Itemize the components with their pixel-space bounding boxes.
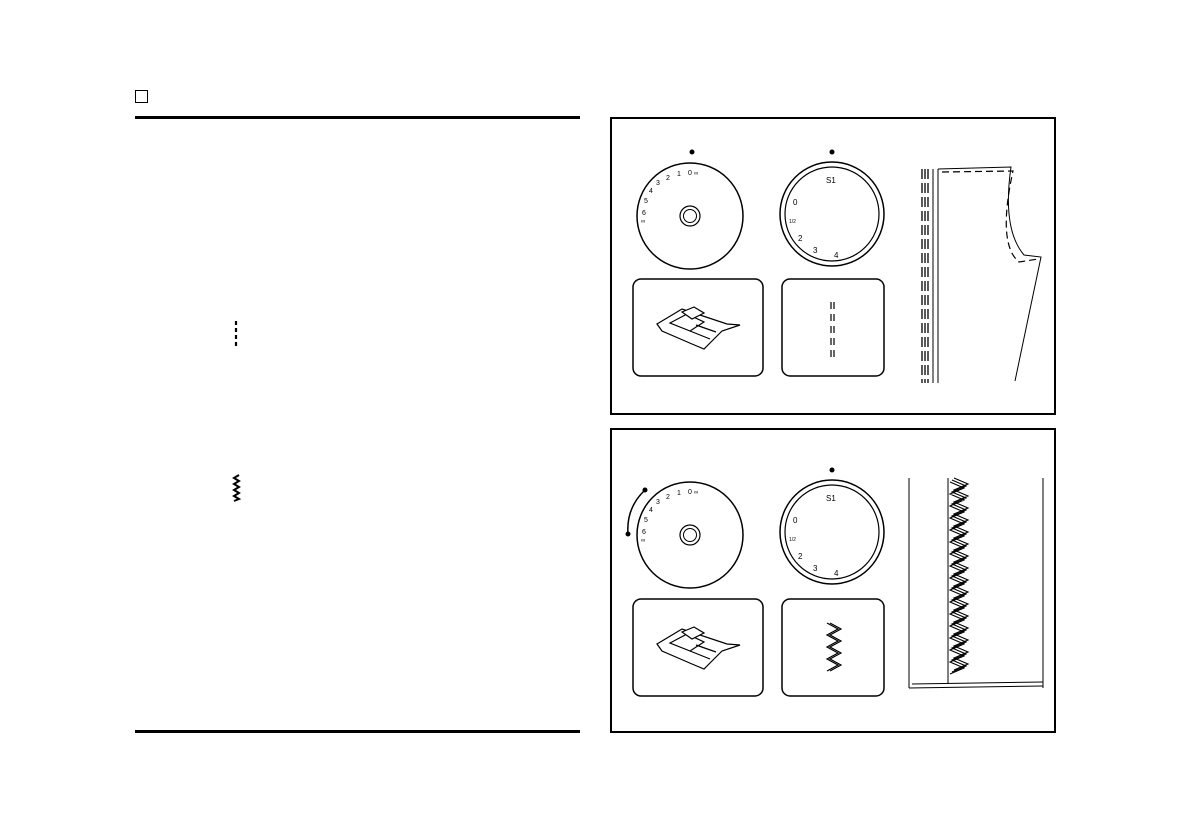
length-label-0: 0 xyxy=(793,198,798,207)
width-end-mark-2: ∞ xyxy=(641,219,645,225)
zigzag-stitch-sample xyxy=(825,622,843,672)
length-label-0: 0 xyxy=(793,516,798,525)
width-label-5: 5 xyxy=(644,198,648,205)
width-label-3: 3 xyxy=(656,499,660,506)
section-checkbox[interactable] xyxy=(135,90,148,103)
width-label-1: 1 xyxy=(677,171,681,178)
width-label-0: 0 xyxy=(688,489,692,496)
dial-indicator-dot xyxy=(829,149,835,155)
width-end-mark: ∞ xyxy=(694,171,698,177)
stitched-seam xyxy=(921,169,929,383)
width-end-mark: ∞ xyxy=(694,490,698,496)
length-label-s1: S1 xyxy=(826,494,836,503)
stitch-length-dial[interactable]: S1 0 1/2 2 3 4 xyxy=(779,149,885,267)
stitch-length-dial[interactable]: S1 0 1/2 2 3 4 xyxy=(779,467,885,585)
width-label-5: 5 xyxy=(644,517,648,524)
length-label-2: 2 xyxy=(798,552,803,561)
dial-indicator-dot xyxy=(829,467,835,473)
width-range-arc xyxy=(627,489,646,535)
length-label-2: 2 xyxy=(798,234,803,243)
presser-foot-icon xyxy=(656,306,741,350)
length-label-3: 3 xyxy=(813,564,818,573)
length-fine-mark: 1/2 xyxy=(789,537,796,543)
fabric-illustration xyxy=(908,477,1044,689)
length-label-4: 4 xyxy=(834,569,839,578)
width-end-mark-2: ∞ xyxy=(641,538,645,544)
header-rule xyxy=(135,116,580,119)
length-label-3: 3 xyxy=(813,246,818,255)
stitch-width-dial[interactable]: 0 ∞ 1 2 3 4 5 6 ∞ xyxy=(636,149,744,270)
width-label-1: 1 xyxy=(677,490,681,497)
zigzag-seam xyxy=(948,477,970,675)
width-label-2: 2 xyxy=(666,175,670,182)
length-fine-mark: 1/2 xyxy=(789,219,796,225)
fabric-illustration xyxy=(921,166,1042,383)
presser-foot-box xyxy=(632,598,764,697)
stitch-pattern-box xyxy=(781,278,885,377)
presser-foot-box xyxy=(632,278,764,377)
width-label-0: 0 xyxy=(688,170,692,177)
width-label-3: 3 xyxy=(656,180,660,187)
presser-foot-icon xyxy=(656,626,741,670)
dial-indicator-dot xyxy=(689,149,695,155)
straight-stitch-sample xyxy=(830,302,835,357)
footer-rule xyxy=(135,730,580,733)
zigzag-stitch-panel: 0 ∞ 1 2 3 4 5 6 ∞ S1 0 1/2 2 3 4 xyxy=(610,428,1056,733)
width-label-4: 4 xyxy=(649,507,653,514)
width-label-2: 2 xyxy=(666,494,670,501)
width-label-6: 6 xyxy=(642,529,646,536)
width-label-6: 6 xyxy=(642,210,646,217)
zigzag-stitch-icon xyxy=(232,474,242,502)
length-label-s1: S1 xyxy=(826,176,836,185)
width-label-4: 4 xyxy=(649,188,653,195)
length-label-4: 4 xyxy=(834,251,839,260)
stitch-pattern-box xyxy=(781,598,885,697)
stitch-width-dial[interactable]: 0 ∞ 1 2 3 4 5 6 ∞ xyxy=(625,481,744,589)
straight-stitch-panel: 0 ∞ 1 2 3 4 5 6 ∞ S1 0 1/2 2 3 4 xyxy=(610,117,1056,415)
straight-stitch-icon xyxy=(234,321,238,346)
